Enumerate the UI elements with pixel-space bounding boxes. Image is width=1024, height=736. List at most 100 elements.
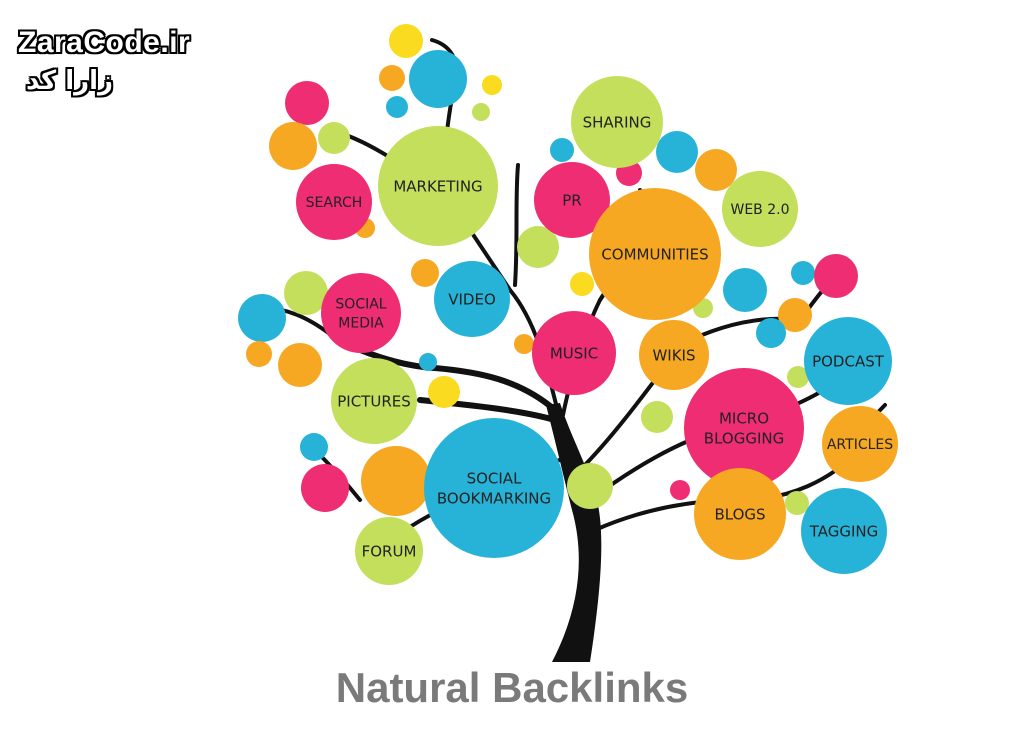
- decorative-dot: [389, 24, 423, 58]
- node-label: WEB 2.0: [730, 202, 789, 218]
- node-label: MUSIC: [550, 344, 598, 362]
- decorative-dot: [567, 463, 613, 509]
- node-label: TAGGING: [809, 522, 879, 540]
- node-articles: ARTICLES: [822, 406, 898, 482]
- node-label: PODCAST: [812, 352, 885, 370]
- node-label: VIDEO: [448, 290, 496, 308]
- node-marketing: MARKETING: [378, 126, 498, 246]
- decorative-dot: [238, 294, 286, 342]
- decorative-dot: [246, 341, 272, 367]
- node-circle: [639, 320, 709, 390]
- node-label: MICRO: [719, 409, 769, 427]
- node-web20: WEB 2.0: [722, 171, 798, 247]
- node-circle: [424, 418, 564, 558]
- decorative-dot: [301, 464, 349, 512]
- node-label: FORUM: [362, 542, 417, 560]
- decorative-dot: [517, 226, 559, 268]
- decorative-dot: [419, 353, 437, 371]
- node-label: PR: [562, 191, 581, 209]
- decorative-dot: [318, 122, 350, 154]
- node-circle: [532, 311, 616, 395]
- node-label: COMMUNITIES: [601, 245, 708, 263]
- node-label: BOOKMARKING: [437, 490, 551, 508]
- decorative-dot: [791, 261, 815, 285]
- node-label: SEARCH: [306, 195, 363, 211]
- node-circle: [321, 273, 401, 353]
- node-music: MUSIC: [532, 311, 616, 395]
- decorative-dot: [300, 433, 328, 461]
- decorative-dot: [670, 480, 690, 500]
- node-label: BLOGS: [714, 505, 765, 523]
- node-circle: [331, 358, 417, 444]
- decorative-dot: [756, 318, 786, 348]
- tree-trunk: [546, 403, 602, 662]
- decorative-dot: [482, 75, 502, 95]
- decorative-dot: [386, 96, 408, 118]
- decorative-dot: [514, 334, 534, 354]
- node-wikis: WIKIS: [639, 320, 709, 390]
- node-circle: [571, 76, 663, 168]
- decorative-dot: [409, 50, 467, 108]
- node-video: VIDEO: [434, 261, 510, 337]
- node-circle: [296, 164, 372, 240]
- node-circle: [684, 368, 804, 488]
- node-circle: [589, 188, 721, 320]
- node-label: SOCIAL: [335, 297, 386, 313]
- decorative-dot: [778, 298, 812, 332]
- watermark-name: زارا کد: [26, 66, 113, 96]
- node-label: MEDIA: [338, 315, 384, 331]
- node-label: PICTURES: [337, 392, 411, 410]
- node-circle: [804, 317, 892, 405]
- node-social-media: SOCIAL MEDIA: [321, 273, 401, 353]
- node-label: MARKETING: [393, 177, 482, 195]
- decorative-dot: [814, 254, 858, 298]
- decorative-dot: [411, 259, 439, 287]
- node-label: ARTICLES: [827, 437, 893, 453]
- decorative-dot: [269, 122, 317, 170]
- node-circle: [801, 488, 887, 574]
- node-circle: [722, 171, 798, 247]
- node-pictures: PICTURES: [331, 358, 417, 444]
- node-micro-blogging: MICRO BLOGGING: [684, 368, 804, 488]
- node-circle: [355, 517, 423, 585]
- tree-branch: [513, 163, 520, 287]
- node-communities: COMMUNITIES: [589, 188, 721, 320]
- node-label: BLOGGING: [704, 430, 784, 448]
- watermark-site: ZaraCode.ir: [18, 26, 191, 59]
- decorative-dot: [785, 491, 809, 515]
- decorative-dot: [787, 366, 809, 388]
- decorative-dot: [361, 446, 431, 516]
- decorative-dot: [428, 376, 460, 408]
- decorative-dot: [284, 271, 328, 315]
- decorative-dot: [472, 103, 490, 121]
- node-blogs: BLOGS: [694, 468, 786, 560]
- tree-nodes: SHARING MARKETING SEARCH PR COMMUNITIES WEB 2…: [296, 76, 898, 585]
- node-circle: [434, 261, 510, 337]
- decorative-dot: [656, 131, 698, 173]
- node-pr: PR: [534, 162, 610, 238]
- node-sharing: SHARING: [571, 76, 663, 168]
- node-tagging: TAGGING: [801, 488, 887, 574]
- decorative-dot: [285, 81, 329, 125]
- node-circle: [534, 162, 610, 238]
- decorative-dots: [238, 24, 858, 516]
- decorative-dot: [641, 401, 673, 433]
- node-social-bookmarking: SOCIAL BOOKMARKING: [424, 418, 564, 558]
- node-label: SOCIAL: [467, 469, 522, 487]
- node-label: WIKIS: [652, 346, 695, 364]
- node-circle: [694, 468, 786, 560]
- decorative-dot: [550, 138, 574, 162]
- decorative-dot: [723, 268, 767, 312]
- node-circle: [822, 406, 898, 482]
- decorative-dot: [278, 343, 322, 387]
- decorative-dot: [379, 65, 405, 91]
- decorative-dot: [695, 149, 737, 191]
- node-forum: FORUM: [355, 517, 423, 585]
- node-search: SEARCH: [296, 164, 372, 240]
- node-label: SHARING: [583, 113, 652, 131]
- decorative-dot: [570, 272, 594, 296]
- diagram-caption: Natural Backlinks: [335, 664, 689, 711]
- node-podcast: PODCAST: [804, 317, 892, 405]
- node-circle: [378, 126, 498, 246]
